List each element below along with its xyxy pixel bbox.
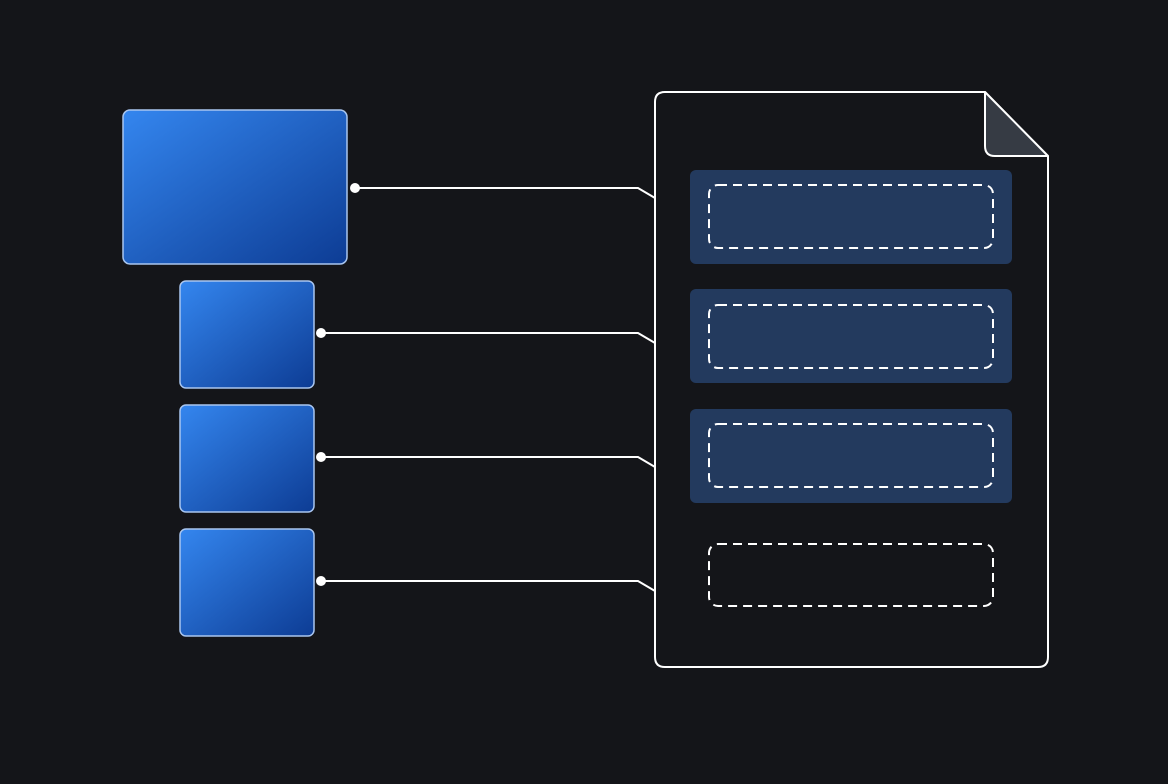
source-block-1 [122, 109, 348, 265]
slot-1-background [690, 170, 1012, 264]
connector-dot-3 [316, 452, 326, 462]
source-block-4 [179, 528, 315, 637]
document-slots [690, 170, 1012, 607]
connector-4 [321, 580, 656, 592]
document-fold-corner [984, 91, 1049, 157]
connector-1 [355, 187, 656, 199]
source-blocks [122, 109, 348, 637]
slot-3-placeholder [708, 423, 994, 488]
connector-dot-2 [316, 328, 326, 338]
document-icon [654, 91, 1049, 668]
connector-2 [321, 332, 656, 344]
slot-2-background [690, 289, 1012, 383]
connector-dots [316, 183, 360, 586]
slot-1-placeholder [708, 184, 994, 249]
connectors [321, 187, 656, 592]
connector-dot-1 [350, 183, 360, 193]
source-block-2 [179, 280, 315, 389]
slot-2-placeholder [708, 304, 994, 369]
connector-3 [321, 456, 656, 468]
source-block-3 [179, 404, 315, 513]
connector-dot-4 [316, 576, 326, 586]
slot-4-placeholder-empty [708, 543, 994, 607]
slot-3-background [690, 409, 1012, 503]
